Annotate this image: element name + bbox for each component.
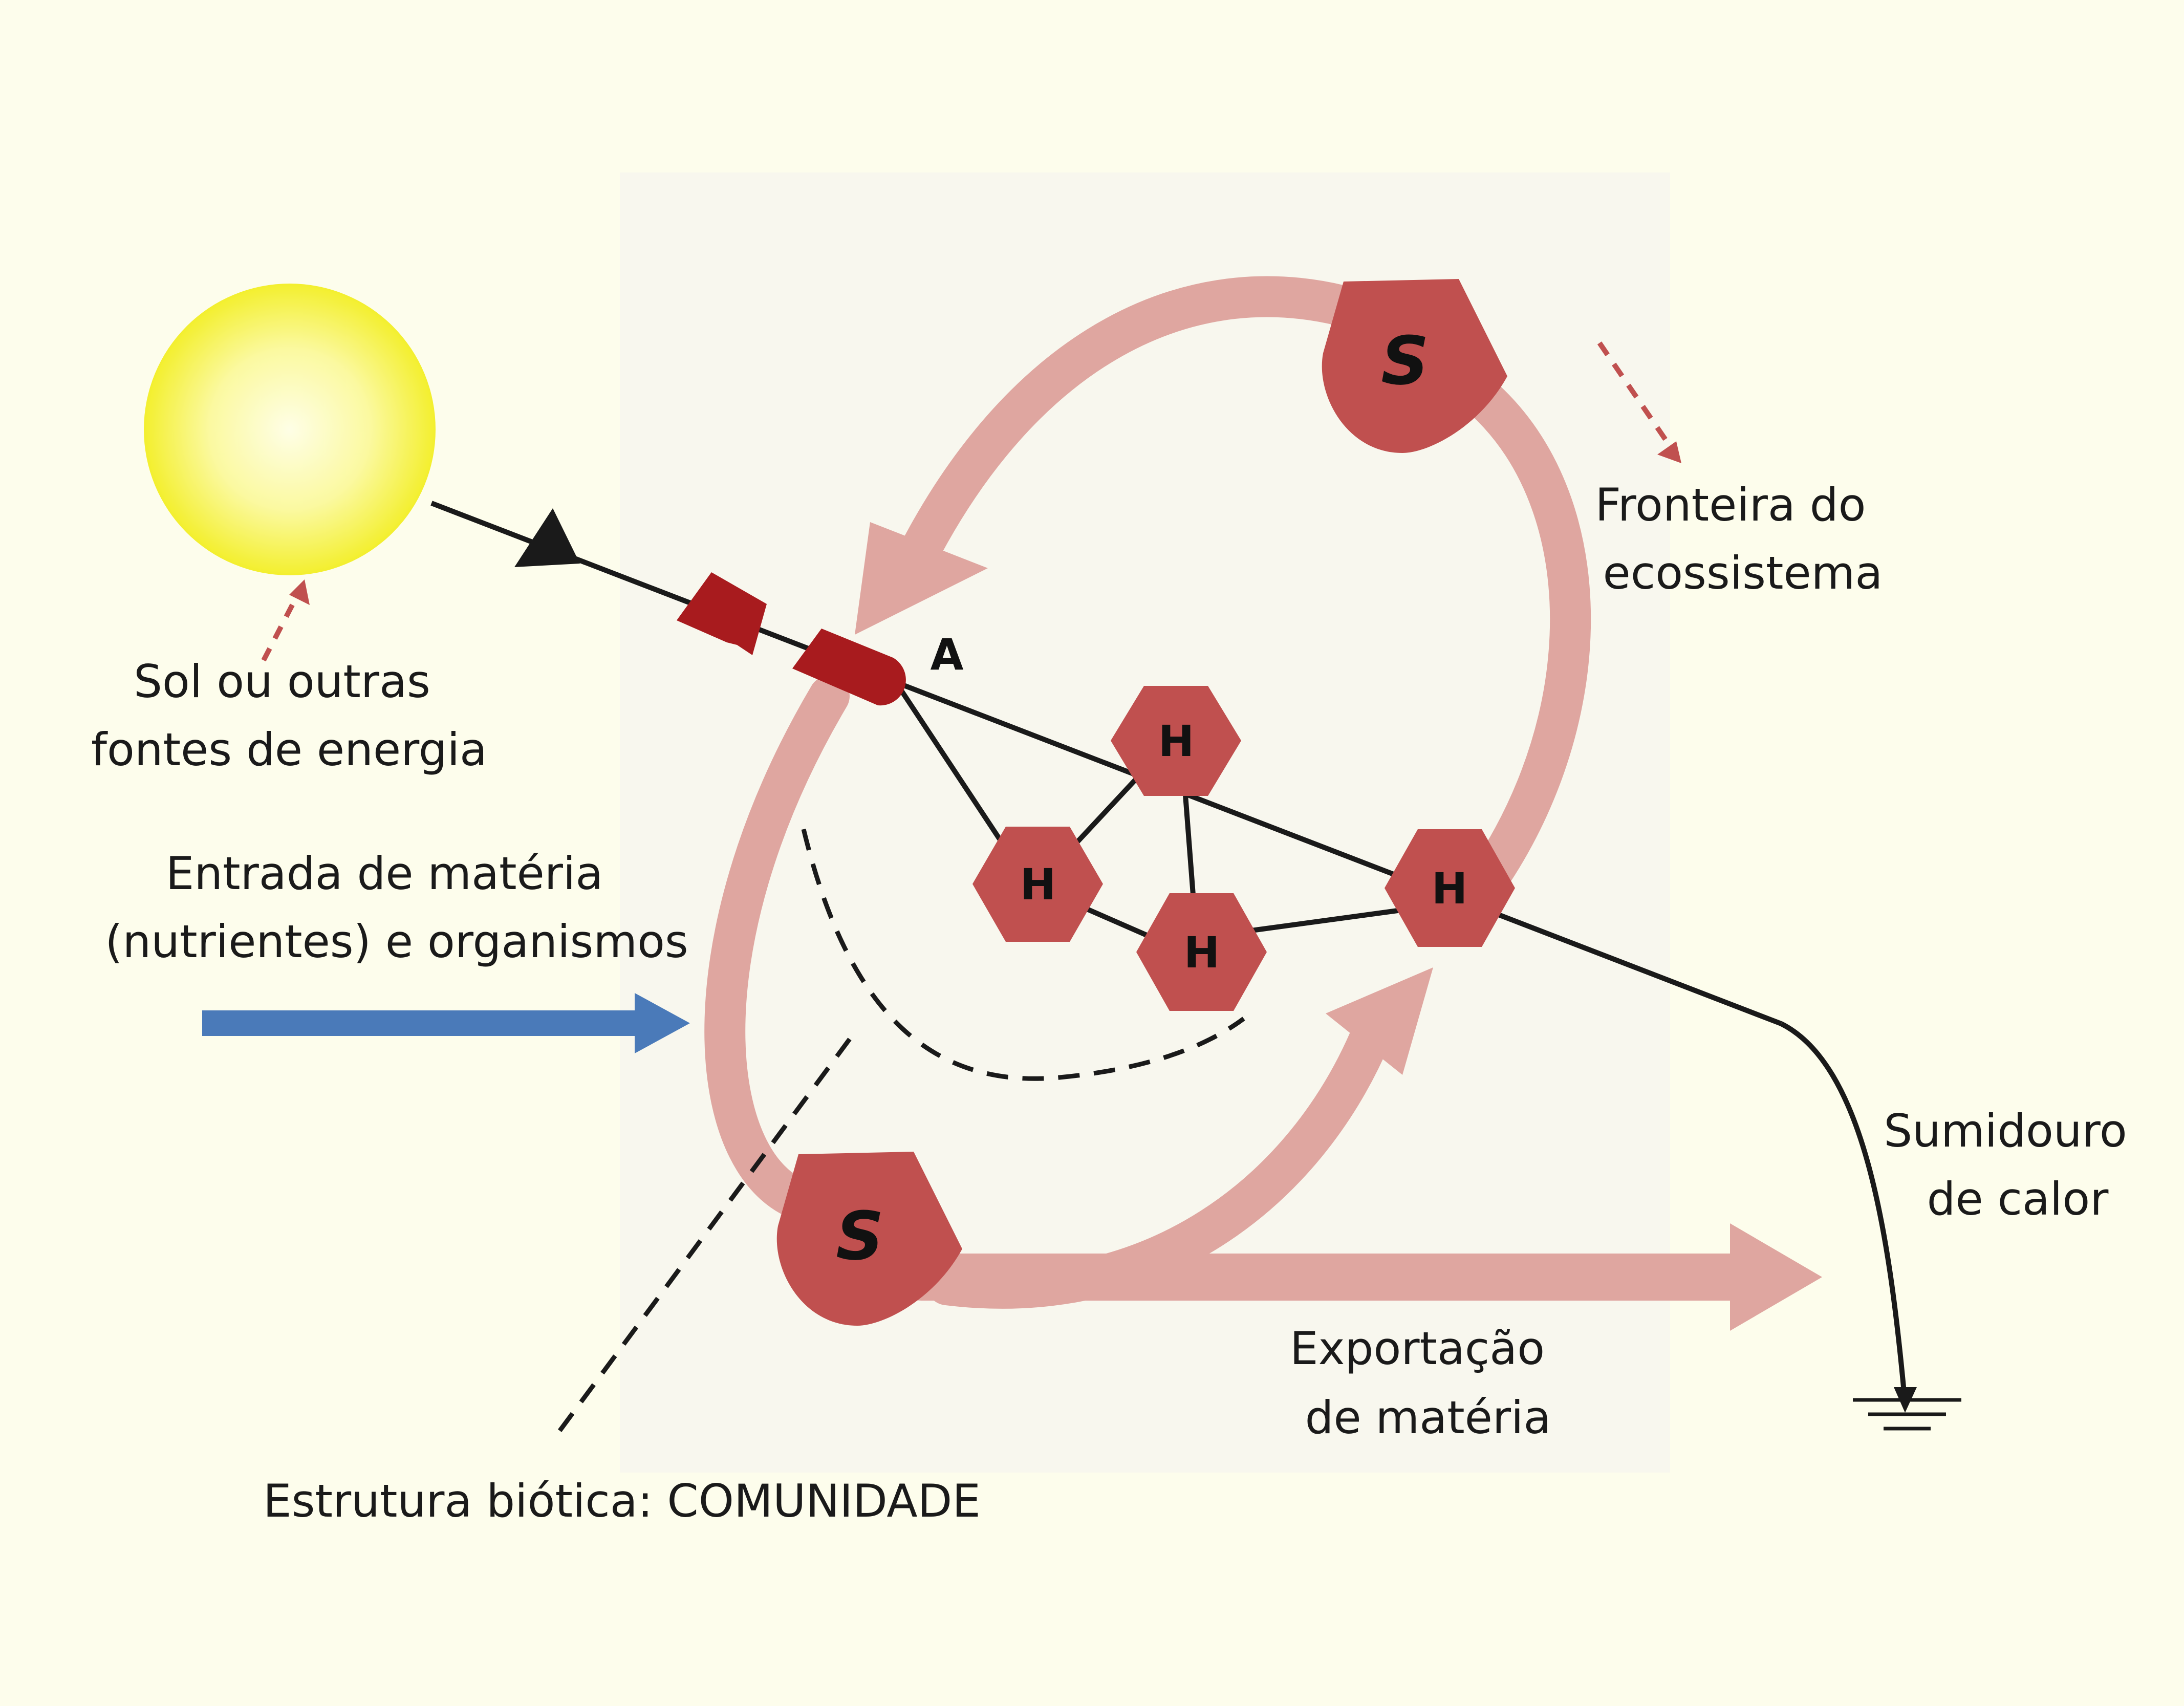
heterotroph-nodes [972, 686, 1515, 1011]
heat-sink-ground-icon [1853, 1398, 1961, 1431]
matter-cycle-arrowheads [855, 522, 1822, 1331]
matter-cycle-arrows [704, 276, 1764, 1309]
saprotroph-label-top: S [1381, 322, 1429, 400]
sun-pointer-arrow [261, 590, 302, 662]
autotroph-node [677, 572, 906, 706]
flow-arrow-right [1443, 379, 1591, 932]
web-link-h3-h4 [1243, 906, 1413, 934]
sink-label: Sumidouro de calor [1884, 1105, 2141, 1225]
flow-arrow-top [896, 276, 1361, 578]
heterotroph-node-1 [972, 827, 1103, 942]
export-arrow-shaft [898, 1254, 1764, 1303]
matter-input-arrow [202, 993, 690, 1053]
input-label-line-2: (nutrientes) e organismos [105, 915, 688, 968]
boundary-label: Fronteira do ecossistema [1595, 479, 1883, 599]
community-dashed-arc [801, 828, 1245, 1081]
input-label-line-1: Entrada de matéria [166, 847, 603, 900]
heterotroph-node-4 [1385, 829, 1515, 947]
saprotroph-node-bottom [776, 1152, 962, 1326]
export-arrowhead [1730, 1223, 1822, 1331]
boundary-pointer-arrow [1597, 341, 1674, 449]
heterotroph-label-4: H [1432, 863, 1467, 914]
saprotroph-node-top [1322, 279, 1507, 453]
web-link-a-h1 [896, 684, 1006, 846]
boundary-label-line-2: ecossistema [1603, 547, 1883, 599]
export-label: Exportação de matéria [1290, 1322, 1559, 1444]
energy-direction-arrowhead [514, 508, 580, 567]
sink-label-line-1: Sumidouro [1884, 1105, 2127, 1157]
saprotroph-nodes [776, 279, 1507, 1326]
input-label: Entrada de matéria (nutrientes) e organi… [105, 847, 688, 968]
community-label: Estrutura biótica: COMUNIDADE [263, 1475, 981, 1527]
sun-label-line-2: fontes de energia [91, 723, 487, 776]
energy-line-to-sink [1780, 1021, 1907, 1393]
flow-arrowhead-top [855, 522, 988, 635]
community-pointer-line [556, 1038, 852, 1435]
sun-label-line-1: Sol ou outras [134, 655, 430, 708]
export-label-line-2: de matéria [1305, 1391, 1551, 1444]
flow-arrowhead-bottom [1326, 967, 1433, 1075]
autotroph-label: A [930, 630, 963, 680]
export-label-line-1: Exportação [1290, 1322, 1545, 1375]
sun-label: Sol ou outras fontes de energia [91, 655, 487, 776]
saprotroph-label-bottom: S [836, 1197, 884, 1275]
autotroph-large-shape [792, 629, 906, 706]
heterotroph-node-2 [1111, 686, 1241, 796]
energy-line-main [430, 501, 1782, 1026]
autotroph-small-shape [677, 572, 767, 655]
heterotroph-label-1: H [1020, 859, 1056, 910]
sink-label-line-2: de calor [1927, 1173, 2109, 1225]
energy-flow [430, 501, 1907, 1393]
boundary-label-line-1: Fronteira do [1595, 479, 1866, 531]
heterotroph-label-3: H [1184, 927, 1220, 978]
heterotroph-node-3 [1136, 893, 1267, 1011]
flow-arrow-left [704, 676, 850, 1223]
heterotroph-label-2: H [1158, 716, 1194, 766]
web-link-h1-h2 [1073, 766, 1149, 847]
sun-icon [144, 284, 436, 575]
